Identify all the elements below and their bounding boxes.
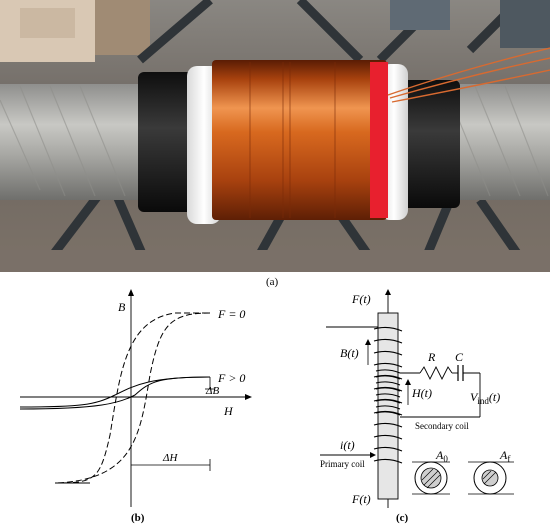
b-axis-label: B <box>118 300 126 314</box>
area-0-label: A0 <box>435 448 448 464</box>
force-top-label: F(t) <box>351 292 371 306</box>
h-axis-label: H <box>223 404 234 418</box>
h-label: H(t) <box>411 386 432 400</box>
secondary-coil <box>375 369 401 416</box>
coil-photograph <box>0 0 550 272</box>
rubber-sleeve-left <box>138 72 198 212</box>
label-fpos: F > 0 <box>217 371 245 385</box>
area-f-label: Af <box>499 448 510 464</box>
wooden-crate <box>95 0 150 55</box>
caption-b: (b) <box>131 512 145 524</box>
label-f0: F = 0 <box>217 307 245 321</box>
caption-c: (c) <box>396 512 409 524</box>
resistor <box>419 365 453 381</box>
b-label: B(t) <box>340 346 359 360</box>
force-bottom-label: F(t) <box>351 492 371 506</box>
hysteresis-diagram: B H F = 0 F > 0 ΔB ΔH <box>19 289 252 507</box>
delta-h-label: ΔH <box>162 452 178 464</box>
caption-a: (a) <box>266 276 279 288</box>
cross-section-a0 <box>412 461 450 495</box>
red-tape-band <box>370 62 388 218</box>
rubber-sleeve-right <box>395 80 460 208</box>
copper-coil <box>212 60 387 220</box>
loop-f0 <box>54 312 211 484</box>
loop-fpos <box>19 376 211 484</box>
v-ind-label: Vind(t) <box>470 390 500 406</box>
secondary-coil-label: Secondary coil <box>415 421 469 431</box>
i-label: i(t) <box>340 438 355 452</box>
r-label: R <box>427 350 436 364</box>
delta-b-label: ΔB <box>205 385 219 397</box>
lead-wires <box>387 47 550 103</box>
c-label: C <box>455 350 464 364</box>
cross-section-af <box>468 461 514 495</box>
primary-coil-label: Primary coil <box>320 459 365 469</box>
coil-schematic: F(t) F(t) B(t) H(t) R C Vind(t) Secondar… <box>320 289 514 508</box>
